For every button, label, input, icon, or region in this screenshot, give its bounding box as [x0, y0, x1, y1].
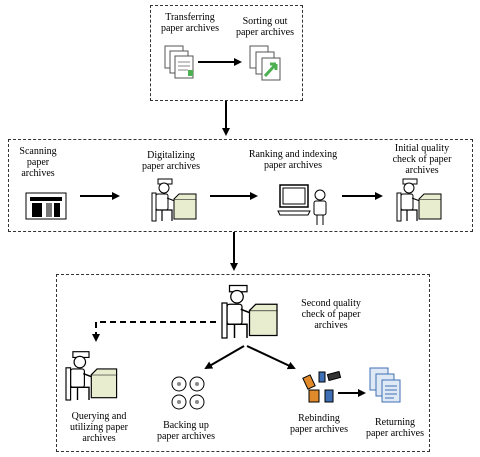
arrow-check-to-rebind [246, 345, 296, 370]
label-line: paper archives [289, 424, 349, 435]
label-line: Sorting out [242, 16, 288, 27]
processing-group-box [8, 139, 473, 232]
label-line: archives [314, 320, 348, 331]
label-line: Initial quality [394, 143, 450, 154]
label-backing-up: Backing up paper archives [148, 420, 224, 442]
label-line: paper archives [160, 23, 220, 34]
returned-documents-icon [369, 367, 401, 403]
quality-group-box [56, 274, 430, 452]
label-line: Returning [375, 417, 415, 428]
label-line: paper [26, 157, 50, 168]
label-line: check of paper [301, 309, 361, 320]
label-line: archives [82, 433, 116, 444]
label-line: archives [21, 168, 55, 179]
label-line: utilizing paper [69, 422, 129, 433]
label-sorting: Sorting out paper archives [228, 16, 302, 38]
label-line: Ranking and indexing [248, 149, 338, 160]
books-icon [302, 370, 342, 403]
worker-at-desk-icon [151, 178, 197, 222]
label-line: paper archives [365, 428, 425, 439]
label-initial-check: Initial quality check of paper archives [383, 143, 461, 176]
label-line: Digitalizing [147, 150, 195, 161]
worker-at-desk-icon [65, 351, 118, 401]
label-line: Transferring [165, 12, 215, 23]
transfer-group-box [150, 5, 303, 101]
label-scanning: Scanning paper archives [14, 146, 62, 179]
sort-icon [249, 45, 281, 81]
worker-at-desk-icon [396, 178, 442, 222]
arrow-check-to-backup [204, 345, 245, 370]
label-rebinding: Rebinding paper archives [279, 413, 359, 435]
arrow-check-to-querying [92, 321, 216, 342]
discs-icon [171, 376, 205, 410]
label-line: Rebinding [298, 413, 340, 424]
label-returning: Returning paper archives [355, 417, 435, 439]
label-line: paper archives [141, 161, 201, 172]
label-digitalizing: Digitalizing paper archives [130, 150, 212, 172]
computer-user-icon [277, 184, 327, 225]
documents-icon [164, 45, 194, 79]
label-querying: Querying and utilizing paper archives [60, 411, 138, 444]
label-line: Backing up [163, 420, 209, 431]
label-second-check: Second quality check of paper archives [293, 298, 369, 331]
label-ranking: Ranking and indexing paper archives [240, 149, 346, 171]
scanner-icon [25, 192, 67, 220]
label-line: Second quality [301, 298, 361, 309]
worker-at-desk-icon [221, 284, 278, 339]
label-transferring: Transferring paper archives [150, 12, 230, 34]
label-line: paper archives [263, 160, 323, 171]
label-line: Querying and [71, 411, 127, 422]
label-line: check of paper [392, 154, 452, 165]
label-line: paper archives [156, 431, 216, 442]
label-line: archives [405, 165, 439, 176]
label-line: paper archives [235, 27, 295, 38]
label-line: Scanning [19, 146, 57, 157]
